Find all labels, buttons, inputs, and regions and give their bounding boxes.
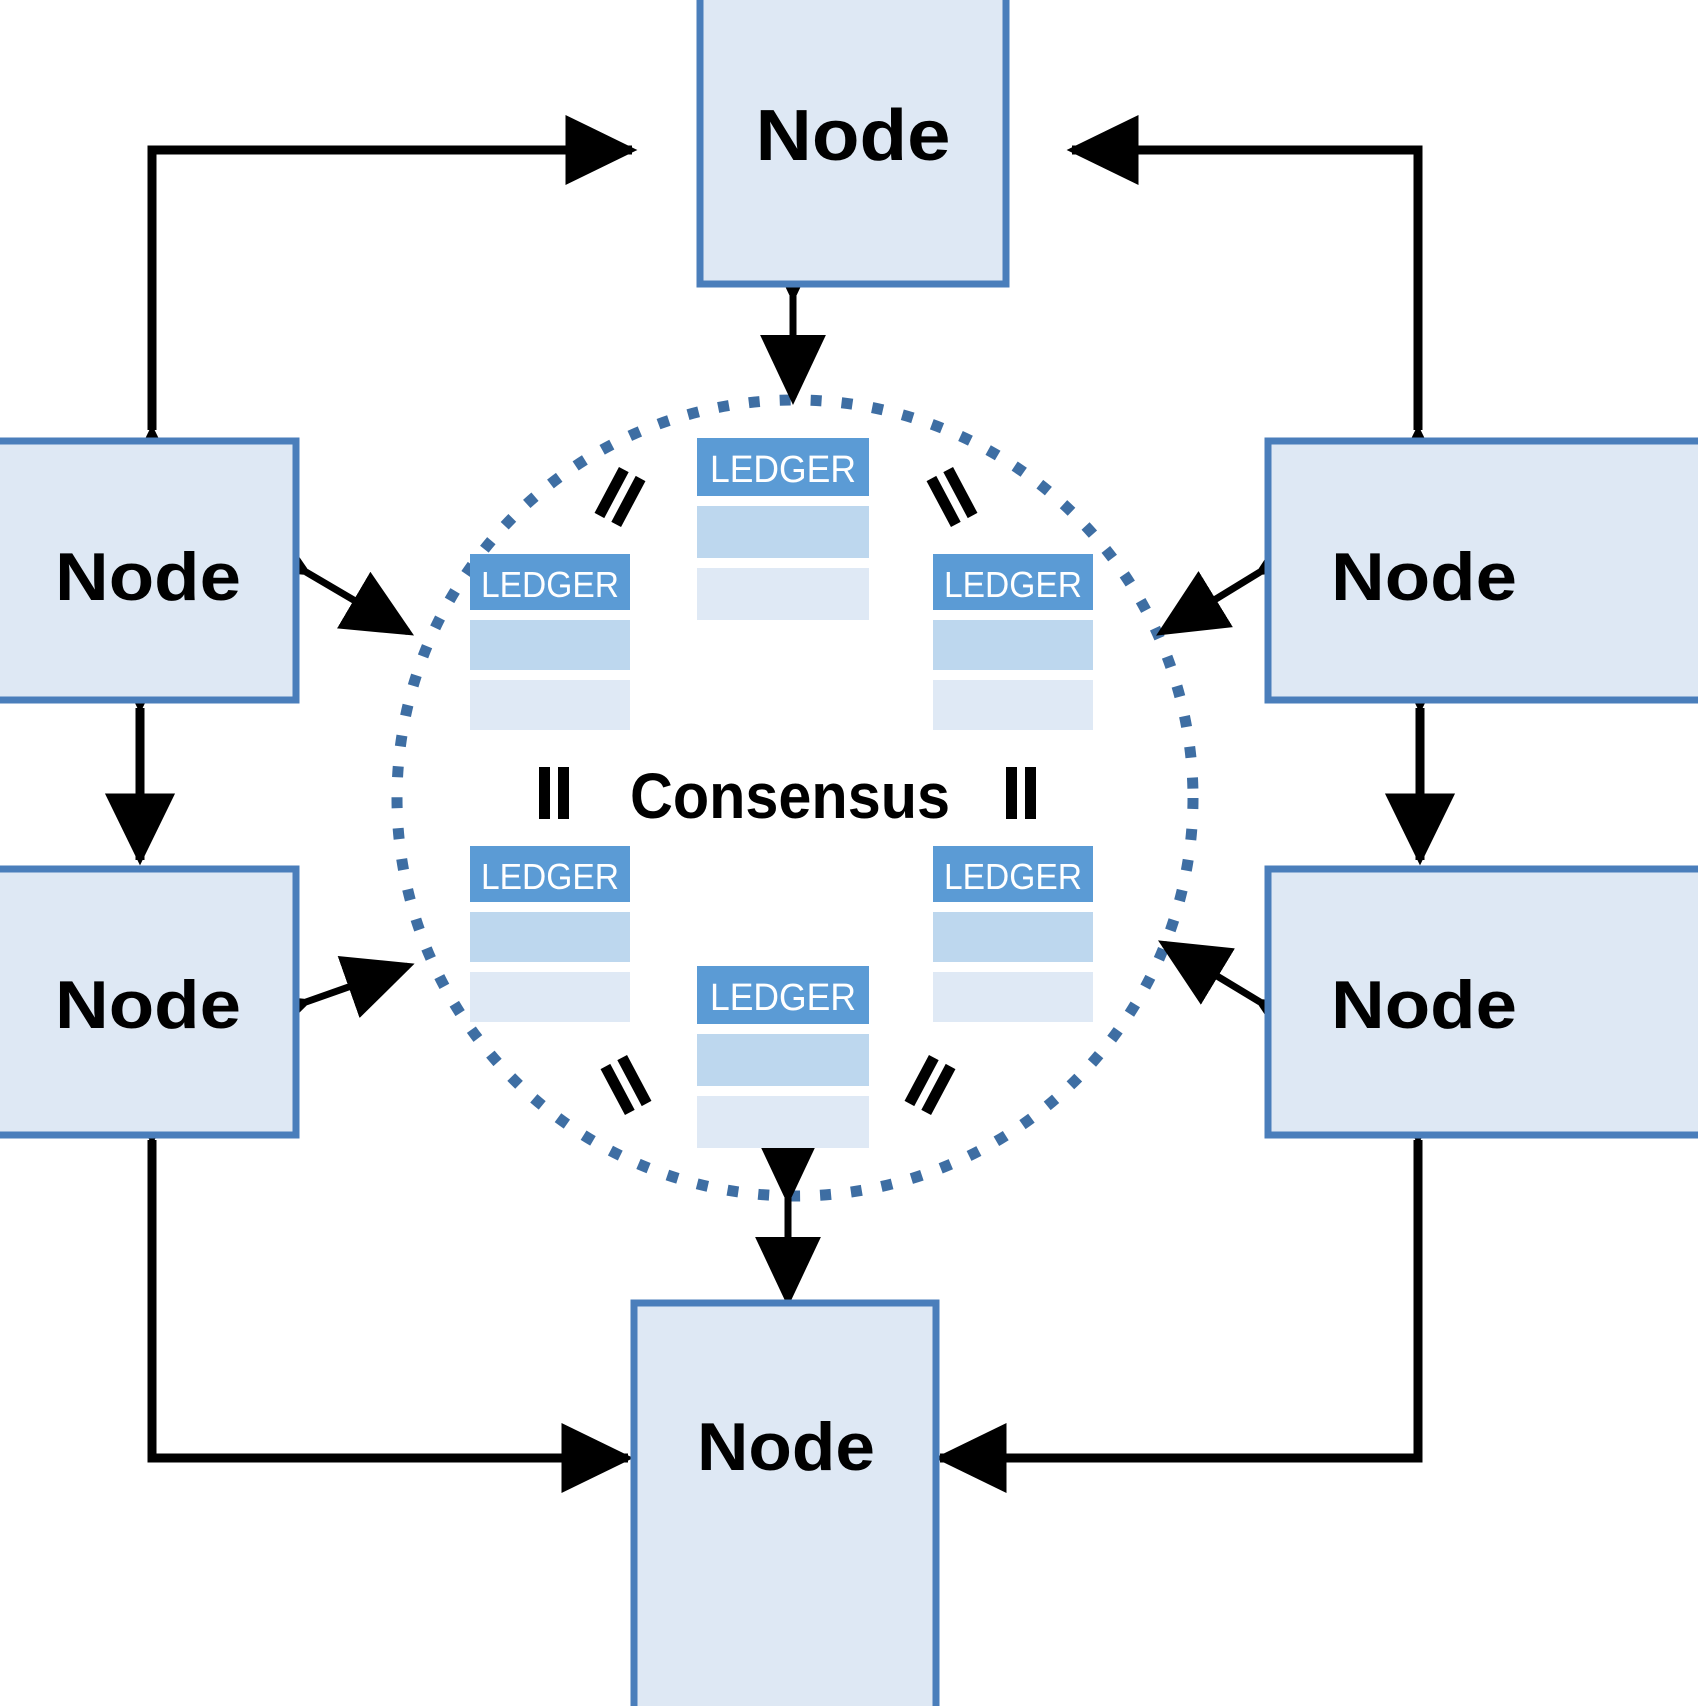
node-right-lower-label: Node — [1331, 967, 1517, 1043]
equals-mark-mid-left — [539, 767, 569, 819]
node-left-lower-label: Node — [55, 967, 241, 1043]
ledger-top[interactable]: LEDGER — [697, 438, 869, 620]
ledger-lower-left[interactable]: LEDGER — [470, 846, 630, 1022]
ledger-upper-right-row2 — [933, 680, 1093, 730]
ledger-upper-left-label: LEDGER — [481, 564, 619, 605]
conn-rightupper-consensus — [1156, 511, 1331, 636]
node-right-upper-label: Node — [1331, 539, 1517, 615]
ledger-lower-left-row1 — [470, 912, 630, 962]
ledger-upper-right[interactable]: LEDGER — [933, 554, 1093, 730]
ledger-lower-right-row1 — [933, 912, 1093, 962]
node-bottom[interactable]: Node — [630, 1299, 940, 1706]
conn-leftlower-consensus — [235, 955, 415, 1054]
ledger-upper-right-label: LEDGER — [944, 564, 1082, 605]
node-top-label: Node — [756, 96, 951, 176]
node-left-lower[interactable]: Node — [0, 865, 300, 1139]
ledger-top-label: LEDGER — [710, 449, 856, 491]
ledger-upper-left-row2 — [470, 680, 630, 730]
ledger-lower-right-row2 — [933, 972, 1093, 1022]
conn-topright-elbow — [1066, 114, 1454, 497]
equals-mark-bottom-right — [904, 1055, 956, 1115]
node-left-upper-label: Node — [55, 539, 241, 615]
node-top[interactable]: Node — [696, 0, 1010, 288]
node-right-upper[interactable]: Node — [1264, 437, 1698, 704]
conn-leftupper-consensus — [235, 511, 415, 636]
node-right-lower[interactable]: Node — [1264, 865, 1698, 1139]
ledger-upper-left-row1 — [470, 620, 630, 670]
ledger-upper-right-row1 — [933, 620, 1093, 670]
ledger-bottom[interactable]: LEDGER — [697, 966, 869, 1148]
ledger-upper-left[interactable]: LEDGER — [470, 554, 630, 730]
consensus-label: Consensus — [630, 760, 950, 832]
ledger-bottom-row1 — [697, 1034, 869, 1086]
node-bottom-label: Node — [697, 1409, 875, 1485]
conn-botright-elbow — [934, 1073, 1454, 1494]
equals-mark-top-left — [594, 467, 646, 527]
ledger-lower-left-row2 — [470, 972, 630, 1022]
node-left-upper[interactable]: Node — [0, 437, 300, 704]
equals-mark-bottom-left — [600, 1055, 652, 1115]
ledger-lower-right[interactable]: LEDGER — [933, 846, 1093, 1022]
ledger-lower-right-label: LEDGER — [944, 856, 1082, 897]
equals-mark-top-right — [926, 467, 978, 527]
ledger-bottom-row2 — [697, 1096, 869, 1148]
ledger-top-row2 — [697, 568, 869, 620]
conn-topleft-elbow — [116, 114, 638, 497]
ledger-lower-left-label: LEDGER — [481, 856, 619, 897]
ledger-top-row1 — [697, 506, 869, 558]
equals-mark-mid-right — [1006, 767, 1036, 819]
conn-rightlower-consensus — [1158, 940, 1331, 1063]
ledger-bottom-label: LEDGER — [710, 977, 856, 1019]
conn-botleft-elbow — [116, 1073, 634, 1494]
